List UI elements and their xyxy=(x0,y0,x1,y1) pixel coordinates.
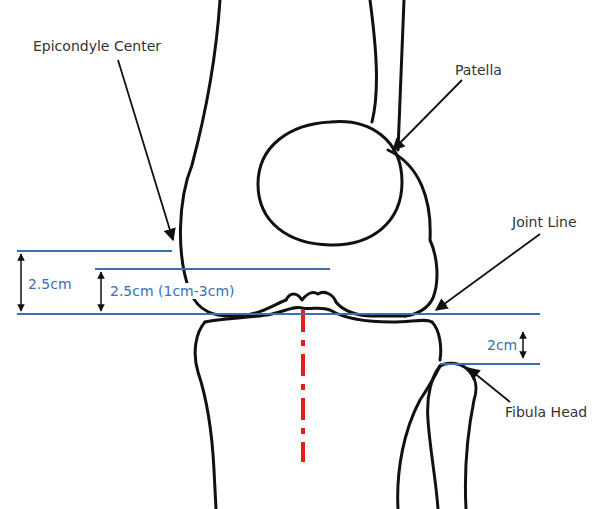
axis-line xyxy=(301,310,305,462)
dimension-label: 2.5cm xyxy=(27,276,73,292)
leader-lines xyxy=(118,60,540,402)
part-label: Patella xyxy=(455,62,502,78)
part-label: Joint Line xyxy=(512,214,577,230)
part-label: Epicondyle Center xyxy=(33,38,161,54)
bone-outlines xyxy=(180,0,475,509)
dimension-label: 2cm xyxy=(486,337,518,353)
dimension-arrows xyxy=(21,254,523,358)
part-label: Fibula Head xyxy=(505,404,587,420)
reference-lines xyxy=(17,251,540,364)
dimension-label: 2.5cm (1cm-3cm) xyxy=(109,283,236,299)
